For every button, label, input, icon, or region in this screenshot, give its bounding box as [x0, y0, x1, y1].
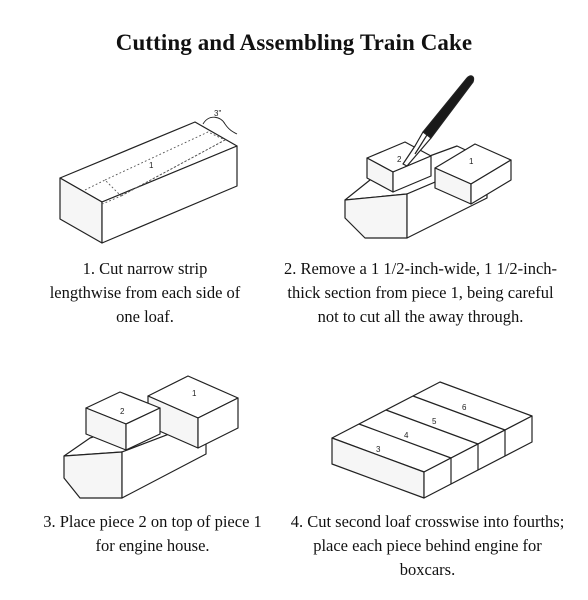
dimension-bracket: [202, 116, 238, 135]
divider-1: [358, 423, 452, 459]
step-2-caption: 2. Remove a 1 1/2-inch-wide, 1 1/2-inch-…: [283, 259, 558, 326]
step-3-caption: 3. Place piece 2 on top of piece 1 for e…: [43, 512, 262, 555]
step-1-caption: 1. Cut narrow strip lengthwise from each…: [49, 259, 241, 326]
cut-line-back: [104, 131, 226, 197]
base-front-face: [63, 451, 123, 499]
page-title: Cutting and Assembling Train Cake: [115, 30, 473, 55]
loaf-side-face: [101, 145, 238, 244]
dimension-label: 3": [214, 109, 221, 118]
engine-assembled-figure: 1 2: [63, 375, 239, 499]
section-side-face: [392, 155, 432, 193]
knife-icon: [402, 75, 475, 167]
piece-label-4: 4: [404, 431, 409, 440]
cut-line-left: [84, 179, 122, 206]
piece-label-3: 3: [376, 445, 381, 454]
divider-3: [412, 395, 506, 431]
base-front-face: [344, 193, 408, 239]
piece-label-1: 1: [192, 389, 197, 398]
step-4-caption: 4. Cut second loaf crosswise into fourth…: [290, 512, 565, 579]
rear-block-side: [197, 397, 239, 449]
boxcars-figure: 3 4 5 6: [331, 381, 533, 499]
divider-2: [385, 409, 479, 445]
piece-label-2: 2: [120, 407, 125, 416]
piece-label-1: 1: [469, 157, 474, 166]
engine-cut-figure: 1 2: [344, 75, 512, 239]
piece-label-6: 6: [462, 403, 467, 412]
house-side-face: [125, 407, 161, 451]
piece-label-2: 2: [397, 155, 402, 164]
piece-label-5: 5: [432, 417, 437, 426]
rear-block-side: [470, 159, 512, 205]
loaf-figure: 3" 1: [59, 109, 238, 244]
piece-label-1: 1: [149, 161, 154, 170]
